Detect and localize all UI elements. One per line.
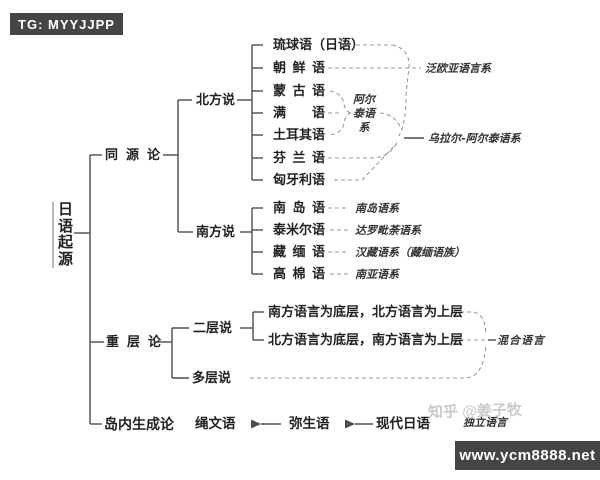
website-badge: www.ycm8888.net: [455, 441, 600, 470]
annotation-independent-language: 独立语言: [463, 416, 507, 429]
language-tamil: 泰米尔语: [273, 222, 326, 237]
tg-badge: TG: MYYJJPP: [10, 13, 123, 35]
stage-yayoi: 弥生语: [289, 416, 330, 431]
branch-southern: 南方说: [196, 224, 236, 239]
language-finnish: 芬兰语: [273, 150, 325, 165]
branch-multi-layer: 多层说: [192, 370, 232, 385]
family-sino-tibetan: 汉藏语系（藏缅语族）: [355, 246, 465, 259]
theory-island-internal: 岛内生成论: [104, 416, 174, 432]
language-mongolian: 蒙古语: [273, 83, 325, 98]
hypothesis-south-substratum: 南方语言为底层，北方语言为上层: [268, 304, 464, 319]
result-mixed-language: 混合语言: [497, 334, 545, 347]
language-khmer: 高棉语: [273, 266, 325, 281]
language-austronesian: 南岛语: [273, 200, 325, 215]
language-tibeto-burman: 藏缅语: [273, 244, 325, 259]
family-transeurasian: 泛欧亚语言系: [425, 62, 491, 75]
root-node-japanese-origin: 日语起源: [52, 201, 75, 268]
theory-layered: 重层论: [106, 334, 161, 349]
language-turkish: 土耳其语: [273, 127, 326, 142]
zhihu-watermark: 知乎 @姜子牧: [427, 401, 523, 422]
theory-same-origin: 同源论: [105, 147, 160, 162]
hypothesis-north-substratum: 北方语言为底层，南方语言为上层: [268, 332, 464, 347]
language-korean: 朝鲜语: [273, 60, 325, 75]
language-ryukyuan: 琉球语（日语）: [273, 37, 365, 52]
branch-northern: 北方说: [196, 92, 236, 107]
stage-jomon: 绳文语: [195, 416, 236, 431]
family-austronesian: 南岛语系: [355, 202, 399, 215]
family-ural-altaic: 乌拉尔-阿尔泰语系: [428, 132, 521, 145]
family-altaic: 阿尔泰语系: [353, 93, 375, 134]
language-manchu: 满语: [273, 105, 325, 120]
family-austroasiatic: 南亚语系: [355, 268, 399, 281]
branch-two-layer: 二层说: [193, 320, 233, 335]
language-hungarian: 匈牙利语: [273, 172, 326, 187]
stage-modern-japanese: 现代日语: [376, 416, 430, 431]
family-dravidian: 达罗毗荼语系: [355, 224, 421, 237]
